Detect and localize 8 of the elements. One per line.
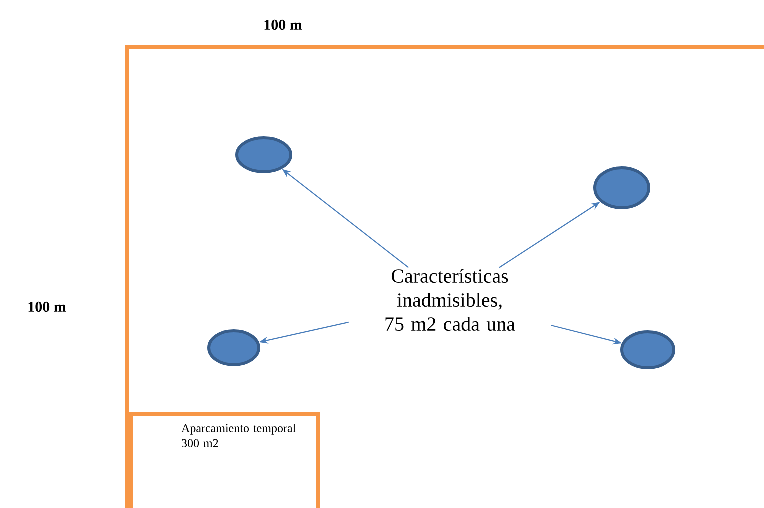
site-marker <box>620 330 676 370</box>
dimension-label: 100 m <box>264 20 302 30</box>
site-marker <box>208 330 260 366</box>
area-label: Características inadmisibles, 75 m2 cada una <box>386 268 516 332</box>
site-marker <box>594 166 650 210</box>
parking-area-box: Aparcamiento temporal 300 m2 <box>129 412 320 508</box>
dimension-label: 100 m <box>28 302 66 312</box>
site-marker <box>236 136 292 174</box>
